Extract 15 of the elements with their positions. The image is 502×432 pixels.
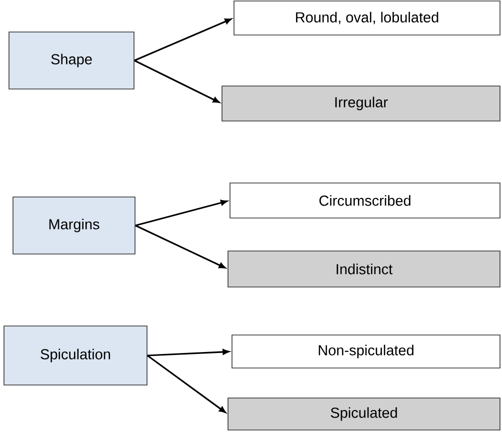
- option-box: Circumscribed: [230, 182, 500, 218]
- arrow: [134, 18, 232, 62]
- option-box: Round, oval, lobulated: [234, 0, 500, 36]
- category-box: Shape: [8, 32, 134, 90]
- arrow: [146, 354, 226, 413]
- option-box: Non-spiculated: [232, 334, 500, 368]
- arrow: [147, 349, 230, 356]
- arrow: [134, 60, 220, 103]
- option-box: Irregular: [222, 86, 500, 122]
- option-box: Indistinct: [228, 250, 500, 288]
- category-box: Margins: [12, 196, 136, 254]
- option-box: Spiculated: [228, 398, 500, 430]
- arrow: [135, 224, 226, 268]
- category-box: Spiculation: [4, 326, 148, 386]
- arrow: [135, 200, 228, 226]
